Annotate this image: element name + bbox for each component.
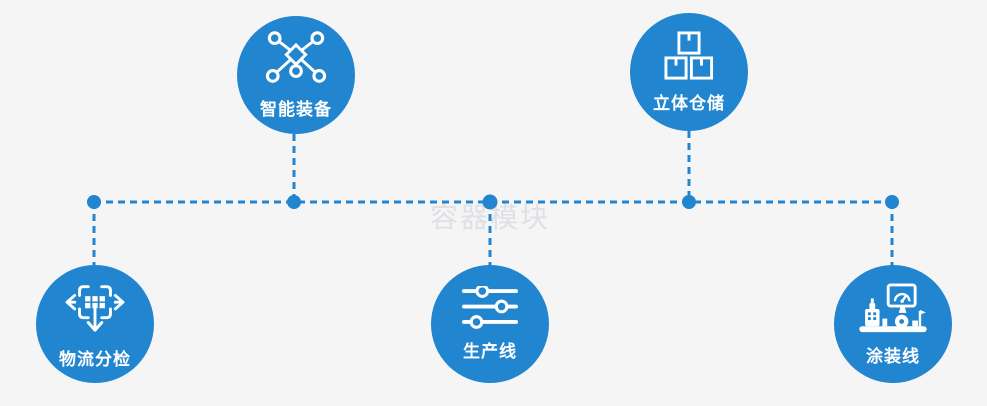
node-painting-line: 涂装线 (834, 265, 952, 383)
network-icon (265, 30, 327, 87)
node-production-line: 生产线 (431, 265, 549, 383)
sliders-icon (462, 284, 518, 329)
node-label: 物流分检 (59, 349, 131, 369)
node-smart-equipment: 智能装备 (237, 16, 355, 134)
node-label: 生产线 (463, 342, 517, 361)
machine-icon (858, 282, 928, 334)
node-warehouse: 立体仓储 (630, 13, 748, 131)
node-label: 立体仓储 (653, 93, 725, 113)
sorting-icon (64, 279, 126, 337)
node-logistics-sorting: 物流分检 (36, 265, 154, 383)
boxes-icon (662, 30, 716, 81)
node-label: 涂装线 (866, 346, 920, 366)
node-label: 智能装备 (260, 100, 332, 119)
